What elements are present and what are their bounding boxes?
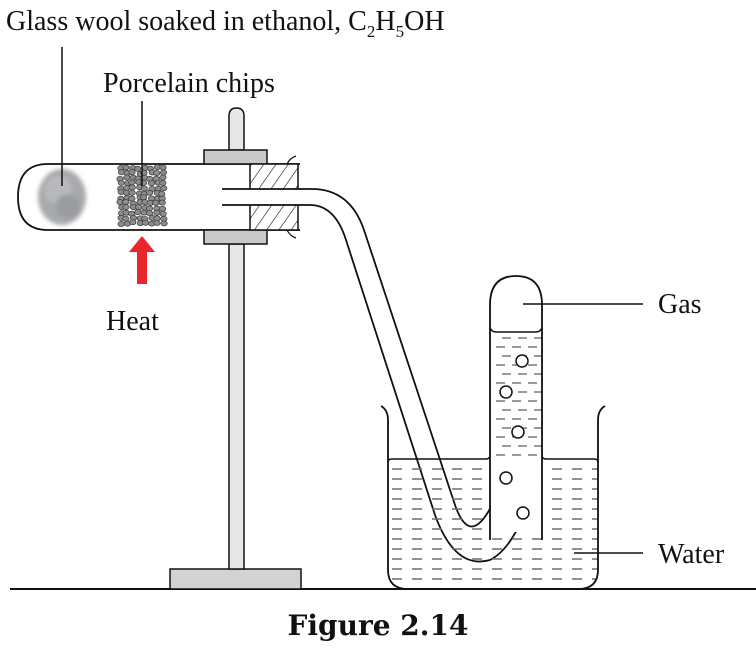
glass-wool — [38, 169, 86, 225]
stand-rod — [228, 243, 245, 570]
porcelain-chip — [134, 209, 142, 216]
porcelain-chip — [122, 215, 130, 222]
porcelain-chip — [159, 180, 167, 186]
porcelain-chip — [140, 194, 148, 201]
porcelain-chip — [122, 199, 130, 205]
porcelain-chip — [158, 205, 167, 212]
porcelain-chip — [141, 219, 150, 226]
bubble — [499, 385, 513, 399]
figure-caption: Figure 2.14 — [288, 609, 469, 642]
beaker — [380, 405, 606, 590]
porcelain-chips-label: Porcelain chips — [103, 68, 275, 99]
stand-rod-top — [228, 107, 245, 151]
stand-base — [169, 568, 302, 590]
porcelain-chip — [128, 184, 136, 191]
porcelain-chip — [152, 199, 160, 206]
porcelain-chip — [147, 180, 156, 187]
glass-wool-label: Glass wool soaked in ethanol, C2H5OH — [6, 6, 445, 41]
porcelain-chip — [122, 164, 130, 171]
porcelain-chip — [128, 169, 136, 176]
water-surface-right — [541, 454, 599, 463]
porcelain-chip — [153, 209, 161, 216]
porcelain-chips — [116, 164, 168, 227]
heat-label: Heat — [106, 306, 159, 337]
water-label: Water — [658, 539, 725, 570]
bubble — [511, 425, 525, 439]
porcelain-chip — [160, 185, 168, 192]
porcelain-chip — [158, 199, 166, 206]
delivery-tube — [222, 188, 526, 563]
bubble — [515, 354, 529, 368]
porcelain-chip — [135, 204, 143, 211]
bubble — [516, 506, 530, 520]
porcelain-chip — [159, 210, 167, 217]
porcelain-chip — [145, 189, 154, 196]
porcelain-chip — [129, 219, 137, 226]
porcelain-chip — [128, 179, 136, 186]
porcelain-chip — [159, 174, 167, 181]
porcelain-chip — [122, 204, 130, 210]
porcelain-chip — [123, 174, 131, 181]
porcelain-chip — [160, 220, 168, 227]
gas-label: Gas — [658, 289, 702, 320]
bubble — [499, 471, 513, 485]
porcelain-chip — [159, 169, 168, 176]
inverted-test-tube — [489, 275, 543, 540]
heat-arrow-icon — [129, 236, 155, 284]
porcelain-chip — [159, 164, 167, 171]
porcelain-chip — [128, 189, 136, 196]
gas-bubbles — [499, 354, 530, 520]
porcelain-chip — [117, 179, 125, 186]
porcelain-chip — [117, 221, 125, 227]
porcelain-chip — [153, 219, 161, 226]
porcelain-chip — [134, 165, 142, 172]
clamp-lower — [203, 229, 268, 245]
porcelain-chip — [153, 170, 161, 177]
clamp-upper — [203, 149, 268, 165]
porcelain-chip — [128, 195, 136, 202]
porcelain-chip — [140, 185, 148, 192]
